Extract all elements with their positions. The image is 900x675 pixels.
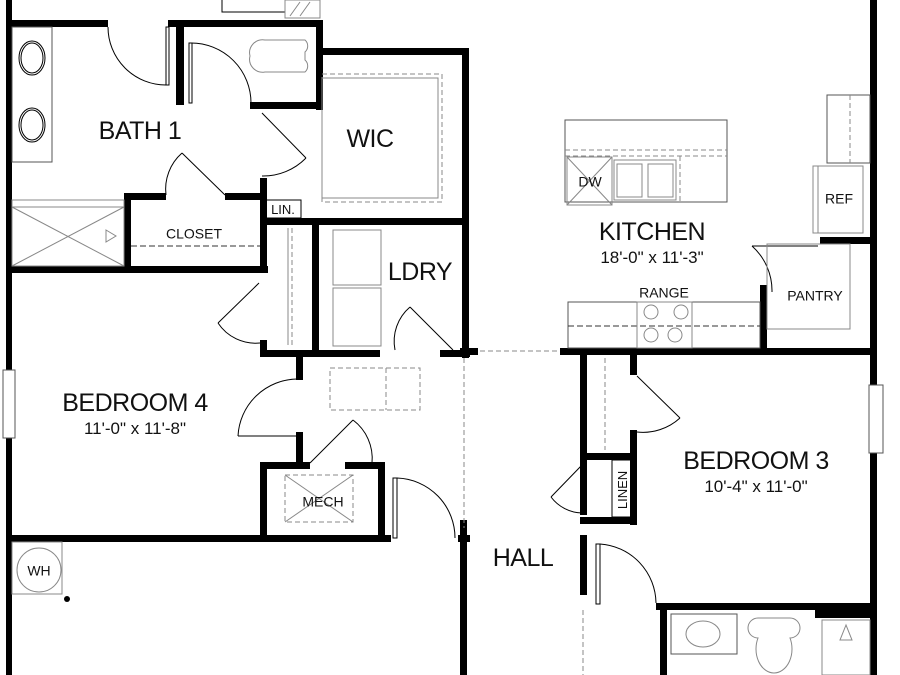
room-label-wic: WIC <box>346 124 394 153</box>
room-label-hall: HALL <box>492 543 554 572</box>
upper-door-fragment <box>221 0 321 19</box>
room-label-mech: MECH <box>302 493 344 510</box>
room-label-ldry: LDRY <box>387 257 453 286</box>
room-label-lin: LIN. <box>271 202 295 218</box>
walls <box>6 0 877 675</box>
bath1-fixtures <box>11 26 309 267</box>
water-heater <box>11 541 70 602</box>
room-dims-bedroom3: 10'-4" x 11'-0" <box>704 477 808 497</box>
room-dims-kitchen: 18'-0" x 11'-3" <box>600 248 704 268</box>
label-range: RANGE <box>639 284 689 301</box>
kitchen-fixtures <box>564 94 871 349</box>
room-label-pantry: PANTRY <box>787 287 843 304</box>
room-label-bedroom4: BEDROOM 4 <box>62 388 208 417</box>
room-label-bedroom3: BEDROOM 3 <box>683 446 829 475</box>
room-label-bath1: BATH 1 <box>98 116 182 145</box>
label-ref: REF <box>825 190 853 207</box>
wic-shelves <box>321 73 443 203</box>
label-water-heater: WH <box>27 562 51 579</box>
room-dims-bedroom4: 11'-0" x 11'-8" <box>83 419 187 439</box>
room-label-closet: CLOSET <box>165 225 223 242</box>
ldry-fixtures <box>217 228 560 539</box>
bedroom4-window <box>2 369 16 439</box>
room-label-linen: LINEN <box>615 470 631 510</box>
room-label-kitchen: KITCHEN <box>598 217 706 246</box>
label-dw: DW <box>578 173 602 190</box>
bedroom3-fixtures <box>550 358 884 675</box>
